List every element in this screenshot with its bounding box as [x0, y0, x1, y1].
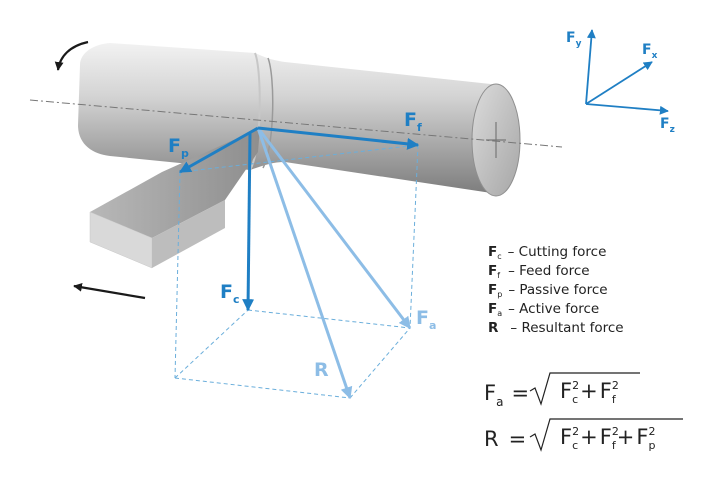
legend-item-feed: Ff– Feed force [488, 263, 590, 280]
legend-item-cutting: Fc– Cutting force [488, 244, 606, 261]
legend-item-active: Fa– Active force [488, 301, 599, 318]
active-force-vector [256, 127, 412, 329]
sqrt-sign-icon [529, 418, 683, 452]
cutting-tool [89, 128, 260, 269]
left-arrow-icon [73, 282, 146, 300]
label-fc: Fc [220, 281, 240, 306]
axis-y-arrow [585, 29, 596, 105]
legend-item-resultant: R– Resultant force [488, 320, 624, 336]
coordinate-axes: Fy Fx Fz [566, 29, 675, 135]
svg-text:F2c+F2f: F2c+F2f [560, 379, 619, 406]
workpiece-cylinder [78, 43, 521, 197]
axis-x-arrow [585, 61, 653, 105]
label-ff: Ff [404, 109, 422, 134]
svg-text:Fa=: Fa= [484, 381, 529, 409]
label-fp: Fp [168, 135, 189, 160]
svg-text:R=: R= [484, 427, 526, 451]
legend-item-passive: Fp– Passive force [488, 282, 608, 299]
label-r: R [314, 359, 329, 381]
passive-force-vector [178, 126, 259, 174]
label-fa: Fa [416, 307, 436, 332]
axis-y-label: Fy [566, 30, 582, 49]
svg-text:F2c+F2f+F2p: F2c+F2f+F2p [560, 425, 655, 452]
axis-z-label: Fz [660, 116, 675, 135]
spindle-axis-line [29, 99, 563, 148]
feed-force-vector [257, 126, 420, 150]
legend: Fc– Cutting force Ff– Feed force Fp– Pas… [488, 244, 624, 336]
axis-z-arrow [585, 103, 669, 115]
axis-x-label: Fx [642, 42, 658, 61]
resultant-force-vector [256, 127, 353, 400]
sqrt-sign-icon [529, 372, 640, 406]
cutting-force-vector [242, 131, 255, 312]
curved-arrow-icon [54, 40, 89, 71]
